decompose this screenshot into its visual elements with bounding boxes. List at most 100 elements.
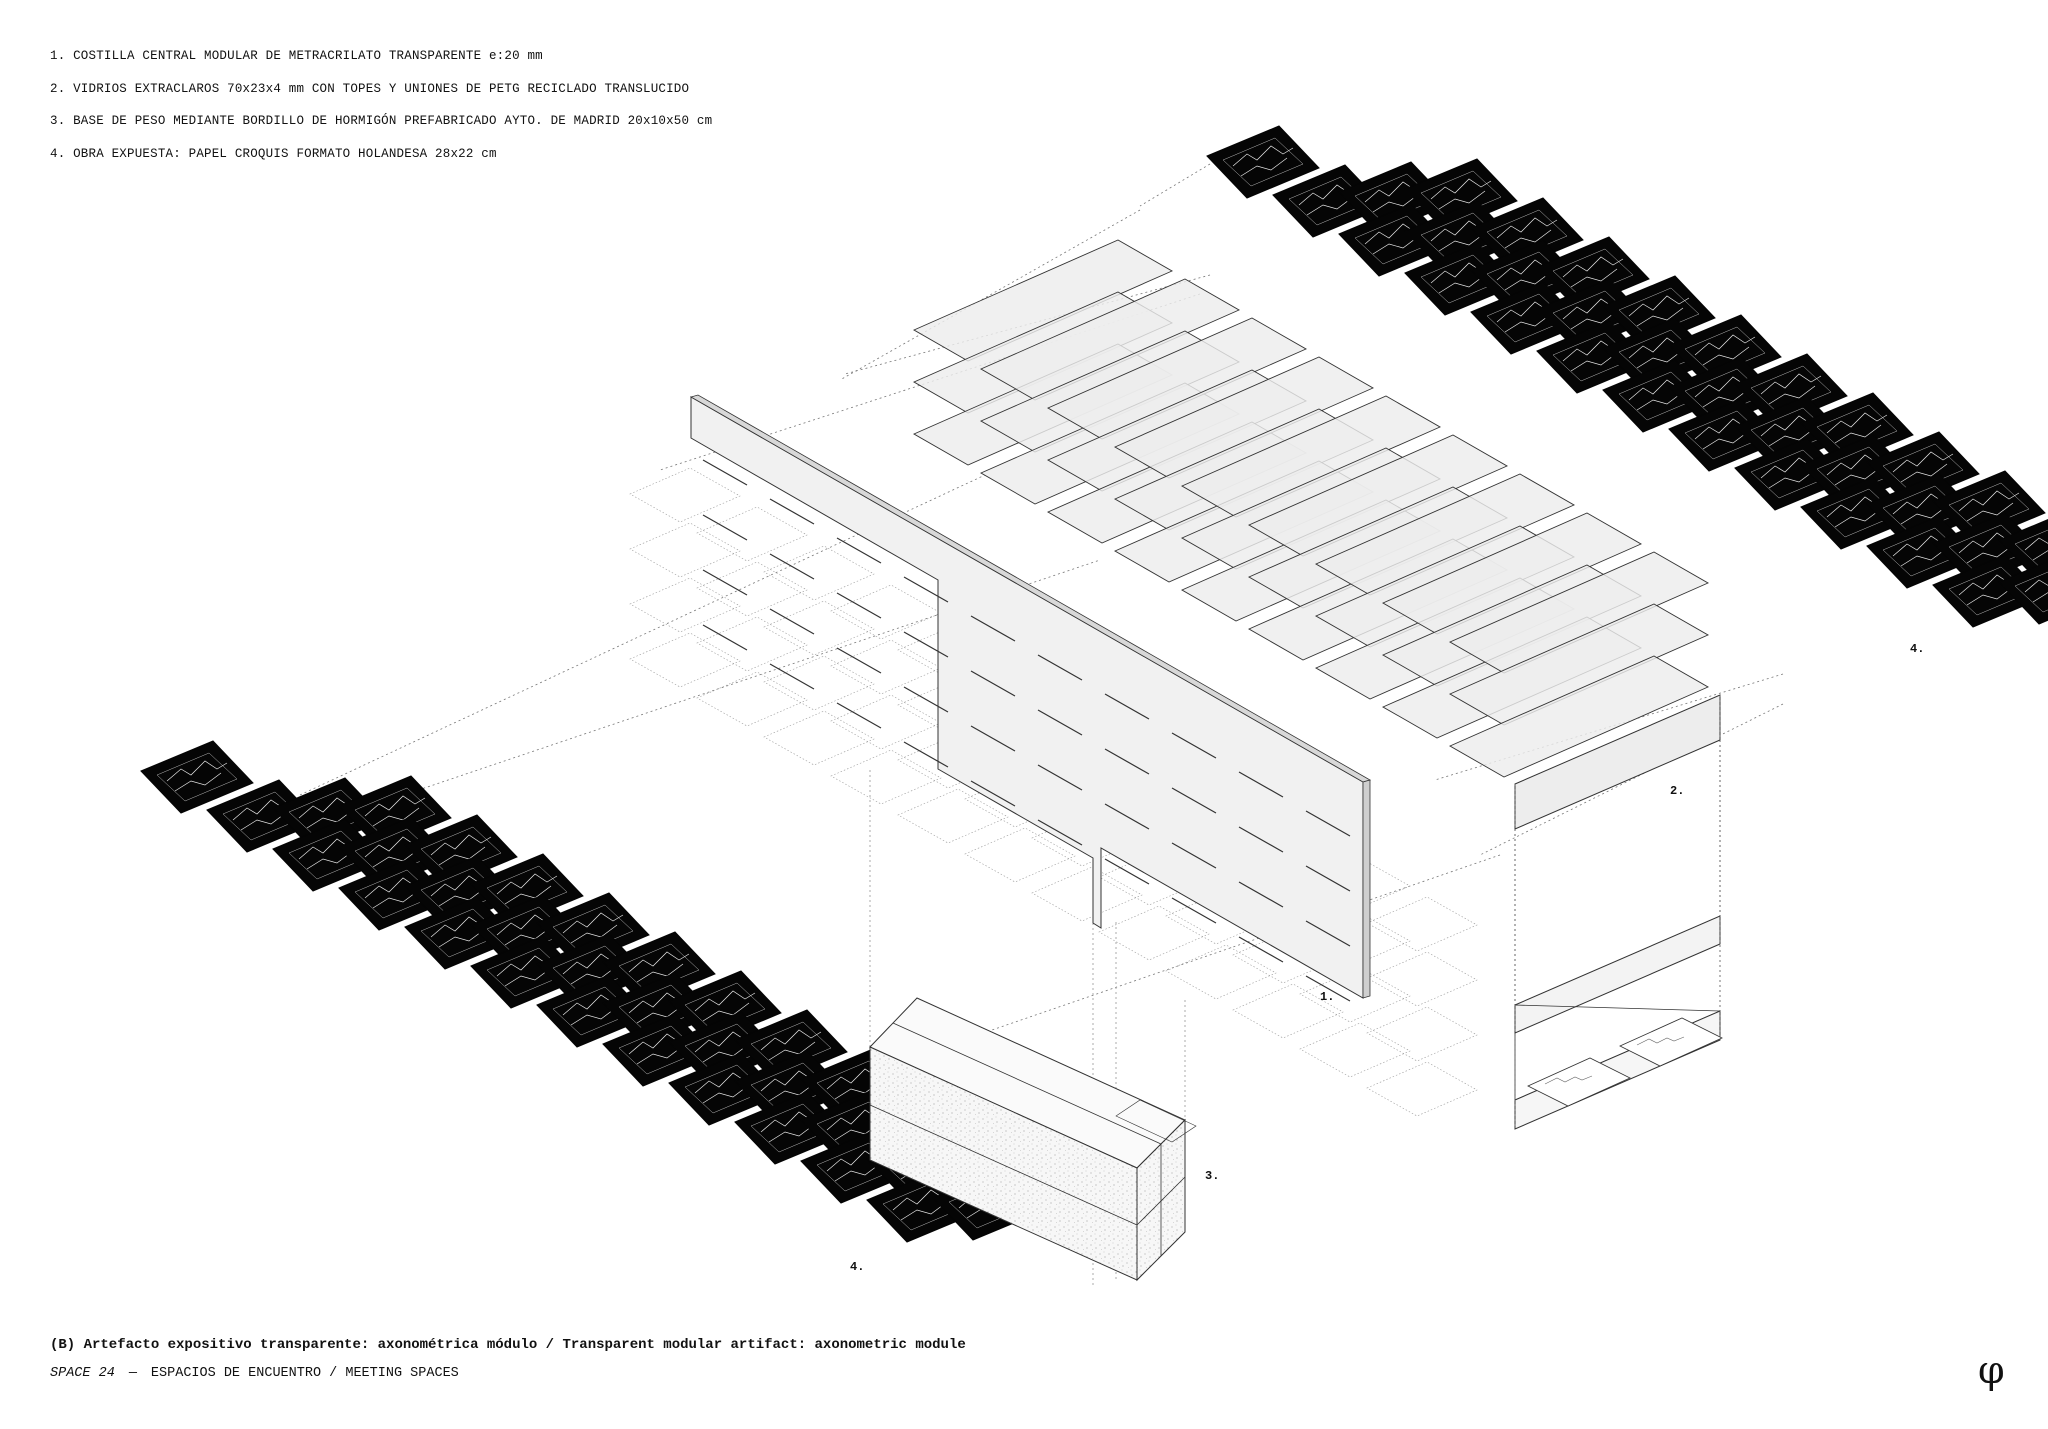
artwork-sheet — [536, 892, 650, 966]
rib-side-edge — [1362, 779, 1371, 999]
ghost-glass-outline — [629, 467, 741, 523]
artwork-sketch — [1958, 490, 2020, 522]
rib-slot — [769, 663, 815, 690]
rib-slot — [702, 624, 748, 651]
rib-slot — [769, 553, 815, 580]
concrete-curb-base — [869, 997, 1197, 1282]
rib-slot — [903, 576, 949, 603]
rib-slot — [1238, 826, 1284, 853]
detail-sketch — [1544, 1075, 1593, 1085]
artwork-paper — [734, 1009, 848, 1083]
artwork-frame-line — [1948, 482, 2030, 532]
artwork-paper — [1602, 275, 1716, 349]
artwork-sketch — [2024, 537, 2048, 561]
detail-sheet — [1527, 1057, 1631, 1107]
artwork-frame-line — [750, 1021, 832, 1071]
artwork-frame-line — [618, 943, 700, 993]
legend-item-1: 1. COSTILLA CENTRAL MODULAR DE METRACRIL… — [50, 49, 543, 63]
artwork-sketch — [496, 873, 558, 905]
ghost-glass-outline — [830, 584, 942, 640]
rib-slot — [1171, 842, 1217, 869]
artwork-frame-line — [156, 752, 238, 802]
glass-pane — [1449, 655, 1709, 778]
artwork-paper — [1734, 353, 1848, 427]
legend-item-3: 3. BASE DE PESO MEDIANTE BORDILLO DE HOR… — [50, 114, 713, 128]
legend-item-4: 4. OBRA EXPUESTA: PAPEL CROQUIS FORMATO … — [50, 146, 497, 161]
detail-sheet — [1619, 1017, 1723, 1067]
artwork-sheet — [404, 896, 518, 970]
ghost-glass-outline — [763, 655, 875, 711]
artwork-sheet — [1998, 561, 2048, 625]
artwork-frame-line — [552, 904, 634, 954]
artwork-frame-line — [2014, 571, 2048, 613]
rib-slot — [769, 608, 815, 635]
rib-slot — [970, 725, 1016, 752]
ghost-glass-outline — [696, 616, 808, 672]
artwork-sketch — [364, 795, 426, 827]
artwork-sheet — [1866, 431, 1980, 505]
artwork-sheet — [470, 853, 584, 927]
artwork-sheet — [140, 740, 254, 814]
artwork-sheet — [668, 970, 782, 1044]
artwork-paper — [1800, 392, 1914, 466]
rib-slot — [1305, 865, 1351, 892]
dashed-guide-line — [299, 559, 1101, 831]
artwork-sketch — [1562, 256, 1624, 288]
artwork-sketch — [628, 951, 690, 983]
rib-slot — [903, 741, 949, 768]
ghost-glass-outline — [830, 749, 942, 805]
artwork-sketch — [760, 1029, 822, 1061]
ghost-glass-outline — [1299, 967, 1411, 1023]
artwork-frame-line — [486, 865, 568, 915]
ghost-glass-outline — [1366, 1061, 1478, 1117]
glass-pane — [1114, 356, 1374, 479]
callout-glass: 2. — [1670, 784, 1684, 798]
detail-sketch — [1636, 1036, 1685, 1046]
rib-slot — [970, 615, 1016, 642]
artwork-sketch — [1760, 373, 1822, 405]
artwork-sheet — [1734, 353, 1848, 427]
ghost-glass-outline — [629, 577, 741, 633]
artwork-frame-line — [2014, 529, 2048, 571]
ghost-glass-outline — [1366, 1006, 1478, 1062]
artwork-frame-line — [354, 787, 436, 837]
artwork-sheet — [1932, 470, 2046, 544]
artwork-paper — [1536, 236, 1650, 310]
curb-second-top — [1115, 1099, 1197, 1143]
callout-rib: 1. — [1320, 990, 1334, 1004]
artwork-frame-line — [1222, 137, 1304, 187]
footer: SPACE 24—ESPACIOS DE ENCUENTRO / MEETING… — [50, 1366, 459, 1381]
ghost-glass-outline — [763, 600, 875, 656]
ghost-glass-outline — [964, 827, 1076, 883]
rib-slot — [1171, 732, 1217, 759]
artwork-sketch — [1496, 217, 1558, 249]
dashed-guide-line — [1139, 163, 1211, 207]
artwork-paper — [1206, 125, 1320, 199]
rib-slot — [1104, 748, 1150, 775]
artwork-sheet — [1800, 392, 1914, 466]
artwork-sketch — [1694, 334, 1756, 366]
callout-artwork-right: 4. — [1910, 642, 1924, 656]
ghost-glass-outline — [1366, 896, 1478, 952]
artwork-sheet — [404, 814, 518, 888]
artwork-frame-line — [1684, 326, 1766, 376]
ghost-glass-outline — [1232, 983, 1344, 1039]
callout-artwork-left: 4. — [850, 1260, 864, 1274]
artwork-paper — [1932, 470, 2046, 544]
artwork-paper — [536, 892, 650, 966]
ghost-glass-outline — [629, 632, 741, 688]
artwork-sheet — [338, 775, 452, 849]
artwork-paper — [1668, 314, 1782, 388]
artwork-frame-line — [684, 982, 766, 1032]
footer-title: ESPACIOS DE ENCUENTRO / MEETING SPACES — [150, 1366, 459, 1381]
artwork-sketch — [694, 990, 756, 1022]
rib-slot — [836, 702, 882, 729]
ghost-glass-outline — [763, 545, 875, 601]
assembly-detail — [1514, 694, 1723, 1130]
artwork-sheet — [1668, 314, 1782, 388]
rib-slot — [903, 631, 949, 658]
ghost-glass-outline — [1098, 905, 1210, 961]
artwork-sketch — [1430, 178, 1492, 210]
ghost-glass-outline — [696, 506, 808, 562]
rib-slot — [1037, 709, 1083, 736]
